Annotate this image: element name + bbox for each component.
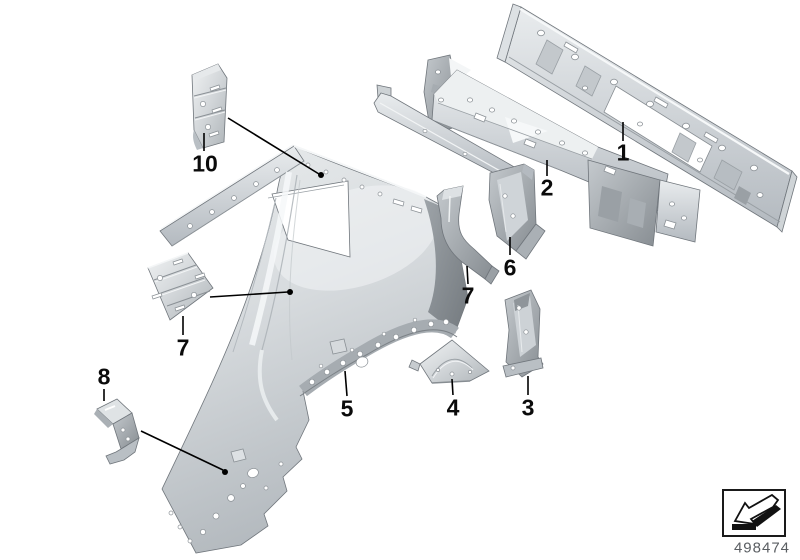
callout-3[interactable]: 3 xyxy=(521,394,535,421)
part-8-bracket xyxy=(94,398,140,465)
leader-lines xyxy=(103,117,624,475)
part-10-bracket xyxy=(191,63,228,150)
callout-7-left[interactable]: 7 xyxy=(176,334,190,361)
part-4-gusset xyxy=(408,339,490,384)
direction-indicator xyxy=(722,489,786,537)
callout-6[interactable]: 6 xyxy=(503,254,517,281)
part-7-bracket-mid xyxy=(436,185,500,285)
diagram-number: 498474 xyxy=(733,539,791,557)
callout-5[interactable]: 5 xyxy=(340,395,354,422)
part-1-rear-panel xyxy=(496,3,798,233)
part-6-bracket xyxy=(488,163,546,260)
callout-2[interactable]: 2 xyxy=(540,174,554,201)
callout-7-mid[interactable]: 7 xyxy=(461,282,475,309)
part-2-cross-member xyxy=(423,54,701,247)
callout-1[interactable]: 1 xyxy=(616,139,630,166)
direction-arrow-icon xyxy=(732,493,781,530)
callout-10[interactable]: 10 xyxy=(192,150,218,177)
callout-8[interactable]: 8 xyxy=(97,363,111,390)
part-7-bracket-left xyxy=(147,252,214,321)
part-3-bracket xyxy=(502,289,544,378)
part-5-side-panel xyxy=(159,144,469,554)
callout-4[interactable]: 4 xyxy=(446,394,460,421)
